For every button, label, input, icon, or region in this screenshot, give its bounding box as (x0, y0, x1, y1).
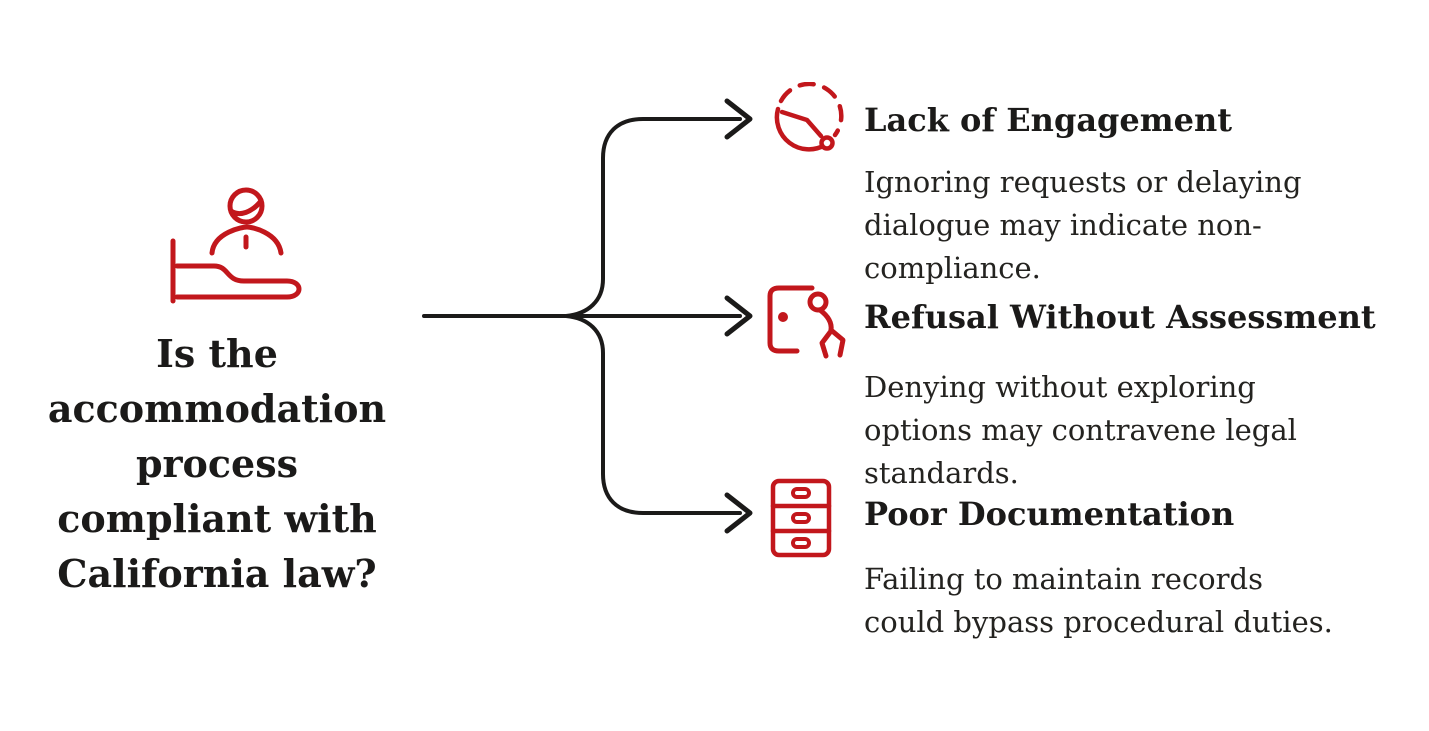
top-branch-line (564, 117, 742, 318)
branch-title: Lack of Engagement (864, 101, 1233, 139)
top-arrowhead (724, 98, 753, 140)
branch-description: Denying without exploring options may co… (864, 370, 1297, 490)
bottom-arrowhead (724, 492, 753, 534)
branch-title: Refusal Without Assessment (864, 298, 1376, 336)
person-in-bed-icon (170, 187, 302, 304)
person-leaving-door-icon (767, 285, 846, 359)
branch-description: Failing to maintain records could bypass… (864, 562, 1333, 639)
bottom-branch-line (564, 314, 742, 515)
dashed-clock-delay-icon (774, 82, 844, 152)
filing-cabinet-icon (770, 478, 832, 558)
branch-description: Ignoring requests or delaying dialogue m… (864, 165, 1302, 285)
branch-title: Poor Documentation (864, 495, 1235, 533)
middle-arrowhead (724, 295, 753, 337)
root-question: Is the accommodation process compliant w… (47, 331, 387, 596)
